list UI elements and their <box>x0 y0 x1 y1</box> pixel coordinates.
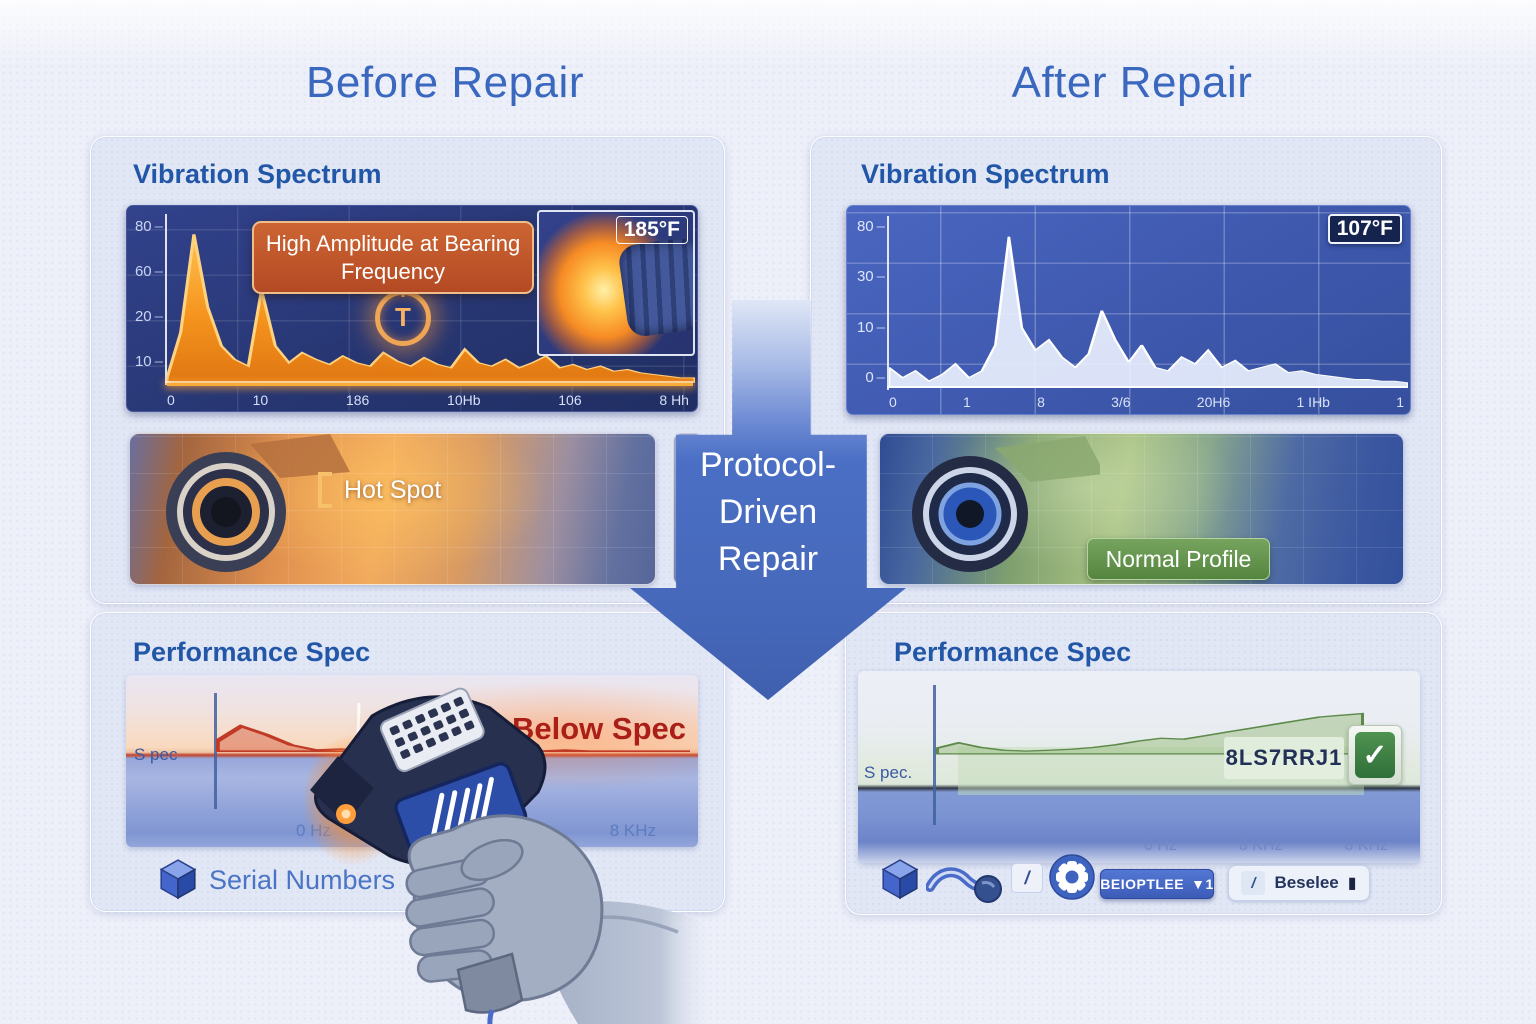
bearing-illustration <box>912 436 1100 572</box>
tick-label: 8 KHz <box>1344 837 1388 854</box>
serial-result-chip: 8LS7RRJ1 <box>1224 737 1344 779</box>
cable <box>487 1009 495 1024</box>
bearing-illustration <box>166 434 350 572</box>
dropdown-label: BEIOPTLEE <box>1100 876 1185 892</box>
before-performance-section-title: Performance Spec <box>133 637 371 667</box>
tick-label: 1 <box>963 394 971 410</box>
y-axis-line <box>887 216 889 390</box>
tick-label: 1 <box>1396 394 1404 410</box>
tick-label: 30 <box>857 268 885 285</box>
ribbon-icon <box>926 867 1002 903</box>
spec-axis-label: S pec. <box>864 763 913 782</box>
temperature-reading: 107°F <box>1327 214 1402 244</box>
x-axis-ticks: 0 10 186 10Hb 106 8 Hh <box>167 392 689 408</box>
after-vibration-section-title: Vibration Spectrum <box>861 159 1110 189</box>
tick-label: 0 Hz <box>1144 837 1177 854</box>
pass-check-button[interactable]: ✓ <box>1348 725 1402 785</box>
square-icon: ▮ <box>1347 875 1357 892</box>
y-axis-ticks: 80 30 10 0 <box>849 218 885 386</box>
spec-axis-label: S pec <box>134 745 178 764</box>
gun-keypad <box>379 687 485 773</box>
tick-label: 1 IHb <box>1296 394 1330 410</box>
tick-label: 10 <box>857 319 885 336</box>
tick-label: 10Hb <box>447 392 481 408</box>
tick-label: 3/6 <box>1111 394 1131 410</box>
tick-label: 20 <box>135 308 163 325</box>
tick-label: 8 <box>1037 394 1045 410</box>
tick-label: 80 <box>857 218 885 235</box>
spectrum-baseline-glow <box>167 383 693 386</box>
arrow-label-line: Repair <box>717 539 819 578</box>
after-spectrum-area <box>889 236 1408 388</box>
thermal-image-inset: 185°F <box>537 210 695 356</box>
arrow-label-line: Protocol- <box>699 446 837 485</box>
hot-spot-label: Hot Spot <box>344 475 442 504</box>
checkmark-icon: ✓ <box>1355 732 1395 778</box>
before-dropdown-button[interactable]: BEIOPTLEE ▼1 <box>1100 869 1214 899</box>
before-vibration-panel: Vibration Spectrum 80 60 20 10 0 10 186 10Hb 10… <box>90 136 725 604</box>
tick-label: 0 <box>889 394 897 410</box>
tick-label: 8 Hh <box>659 392 689 408</box>
tick-label: 10 <box>135 353 163 370</box>
after-performance-chart: S pec. 8LS7RRJ1 ✓ 0 Hz 8 KHz 8 KHz <box>858 671 1420 863</box>
x-axis-ticks: 0 Hz 8 KHz 8 KHz <box>1144 837 1388 855</box>
y-axis-line <box>165 214 167 385</box>
normal-profile-photo: Normal Profile <box>879 433 1404 585</box>
after-vibration-chart: 80 30 10 0 0 1 8 3/6 20H6 1 IHb 1 107°F <box>846 205 1411 415</box>
tick-label: 8 KHz <box>1238 837 1283 854</box>
temperature-reading: 185°F <box>615 216 688 244</box>
before-repair-title: Before Repair <box>306 58 584 107</box>
tick-label: 80 <box>135 218 163 235</box>
cube-icon <box>881 859 919 900</box>
slash-chip[interactable]: / <box>1011 863 1043 893</box>
cube-icon <box>159 859 197 900</box>
hot-spot-marker-icon <box>318 472 332 508</box>
before-vibration-section-title: Vibration Spectrum <box>133 159 382 189</box>
gear-button[interactable] <box>1048 853 1096 901</box>
tick-label: 0 <box>865 369 885 386</box>
gear-icon <box>1049 854 1095 900</box>
after-performance-panel: Performance Spec S pec. 8LS7RRJ1 ✓ 0 Hz 8… <box>845 612 1442 915</box>
arrow-label: Protocol- Driven Repair <box>630 435 906 590</box>
before-vibration-chart: 80 60 20 10 0 10 186 10Hb 106 8 Hh High Amplitud… <box>126 205 698 412</box>
tick-label: 0 <box>167 392 175 408</box>
chevron-down-icon: ▼1 <box>1191 876 1214 892</box>
glove-thumb <box>460 838 524 882</box>
slash-icon: / <box>1241 871 1266 895</box>
hot-spot-label-row: Hot Spot <box>318 472 441 508</box>
high-amplitude-annotation: High Amplitude at Bearing Frequency <box>252 221 534 294</box>
tick-label: 8 KHz <box>609 821 656 840</box>
baseline-label: Beselee <box>1274 873 1339 892</box>
y-axis-ticks: 80 60 20 10 <box>129 218 163 370</box>
x-axis-ticks: 0 1 8 3/6 20H6 1 IHb 1 <box>889 394 1404 410</box>
baseline-chip[interactable]: / Beselee ▮ <box>1228 865 1370 901</box>
tick-label: 10 <box>252 392 269 408</box>
hand-with-ir-thermometer <box>302 687 710 1024</box>
after-repair-title: After Repair <box>1011 58 1253 107</box>
serial-numbers-label: Serial Numbers <box>209 865 396 895</box>
below-spec-label: Below Spec <box>512 711 686 746</box>
after-vibration-panel: Vibration Spectrum 80 30 10 0 0 1 8 3/6 20H6 1 I… <box>810 136 1442 604</box>
tick-label: 186 <box>345 392 370 408</box>
x-axis-line <box>165 381 693 383</box>
normal-profile-badge: Normal Profile <box>1087 538 1270 580</box>
bearing-cylinder <box>617 233 693 339</box>
grip-end-cap <box>456 952 524 1014</box>
tick-label: 60 <box>135 263 163 280</box>
hot-spot-photo: Hot Spot <box>129 433 656 585</box>
arrow-label-line: Driven <box>718 493 818 532</box>
gun-muzzle <box>310 756 374 824</box>
tick-label: 106 <box>558 392 582 408</box>
bearing-target-icon <box>375 290 431 346</box>
x-axis-line <box>887 386 1406 388</box>
after-performance-section-title: Performance Spec <box>894 637 1132 667</box>
y-axis-line <box>933 685 936 825</box>
tick-label: 20H6 <box>1196 394 1231 410</box>
